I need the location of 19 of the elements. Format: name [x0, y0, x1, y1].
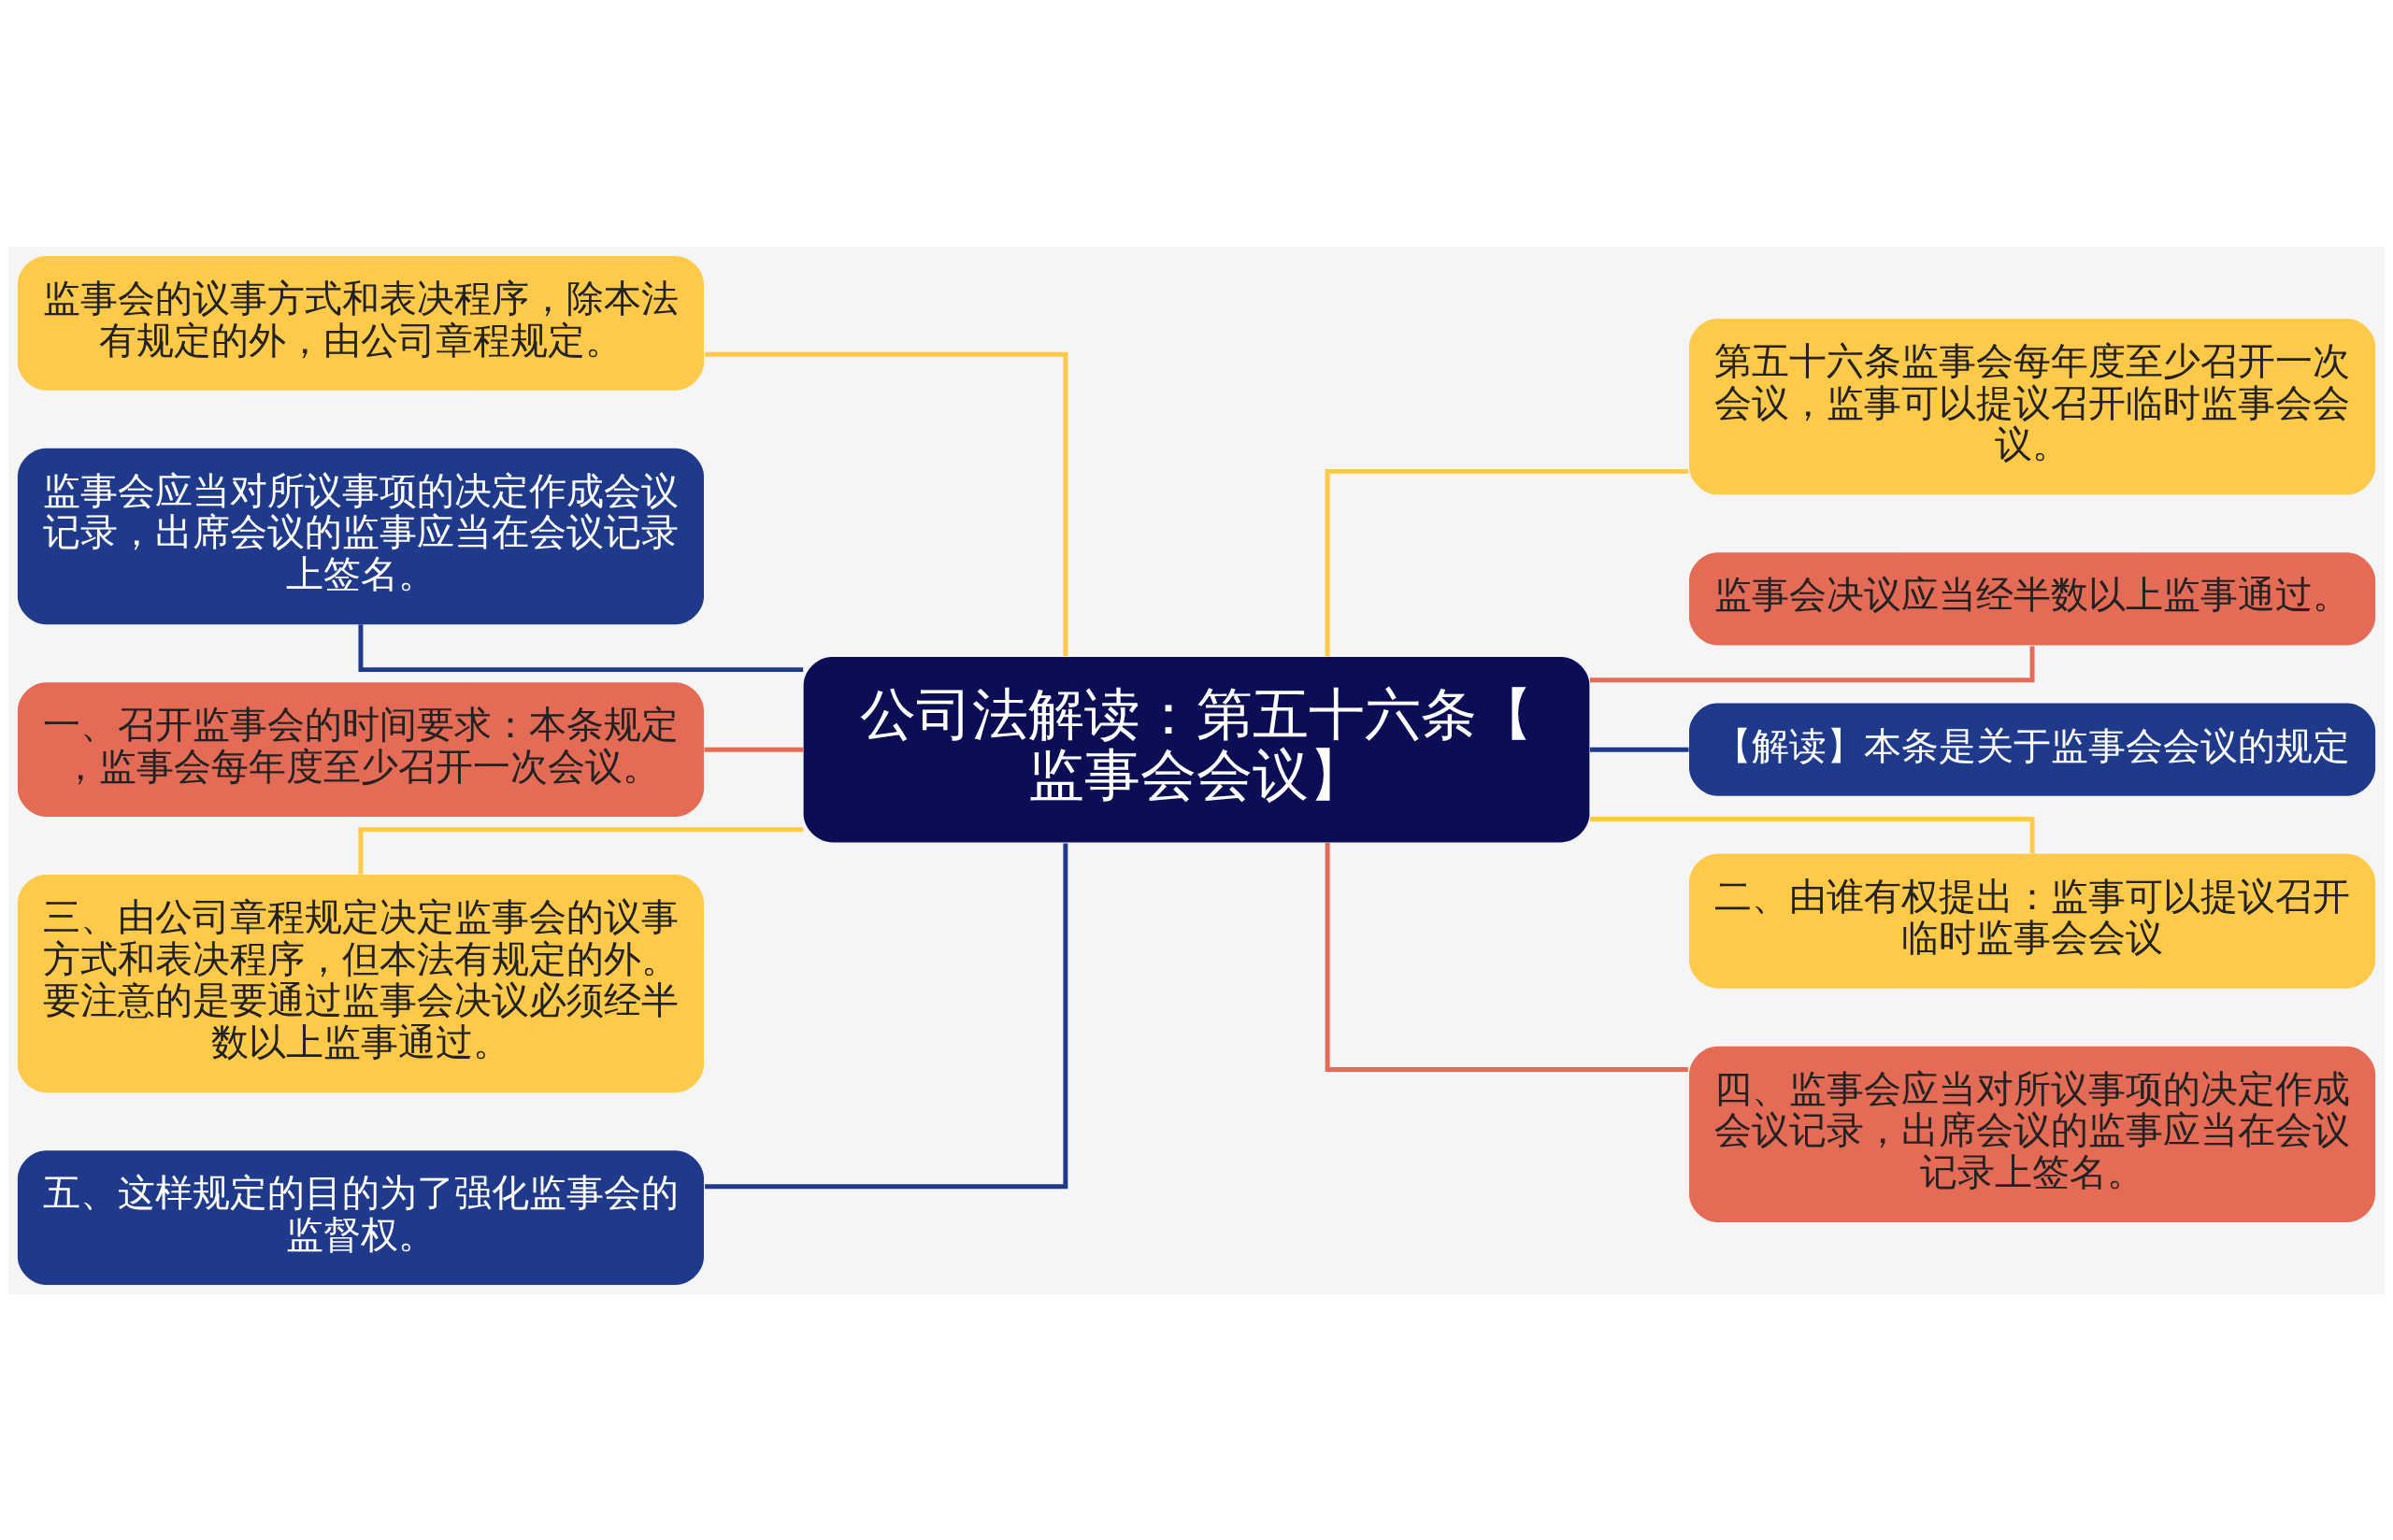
connector: [358, 826, 804, 874]
node-box: 一、召开监事会的时间要求：本条规定，监事会每年度至少召开一次会议。: [17, 681, 704, 817]
connector: [1325, 468, 1688, 656]
node-box: 三、由公司章程规定决定监事会的议事方式和表决程序，但本法有规定的外。要注意的是要通过监事会决议必须经半数以上监事通过。: [17, 874, 704, 1092]
node-box: 二、由谁有权提出：监事可以提议召开临时监事会会议: [1689, 853, 2376, 989]
node-box: 监事会应当对所议事项的决定作成会议记录，出席会议的监事应当在会议记录上签名。: [17, 448, 704, 624]
connector: [705, 351, 1068, 656]
connector: [705, 842, 1068, 1189]
node-box: 【解读】本条是关于监事会会议的规定: [1689, 703, 2376, 796]
connector: [358, 623, 804, 672]
node-box: 公司法解读：第五十六条【监事会会议】: [803, 656, 1590, 842]
node-box: 监事会的议事方式和表决程序，除本法有规定的外，由公司章程规定。: [17, 255, 704, 391]
node-box: 五、这样规定的目的为了强化监事会的监督权。: [17, 1149, 704, 1285]
node-box: 第五十六条监事会每年度至少召开一次会议，监事可以提议召开临时监事会会议。: [1689, 318, 2376, 494]
connector: [1325, 842, 1688, 1072]
connector: [704, 747, 804, 752]
node-box: 监事会决议应当经半数以上监事通过。: [1689, 551, 2376, 646]
node-box: 四、监事会应当对所议事项的决定作成会议记录，出席会议的监事应当在会议记录上签名。: [1689, 1046, 2376, 1222]
connector: [1589, 747, 1689, 752]
